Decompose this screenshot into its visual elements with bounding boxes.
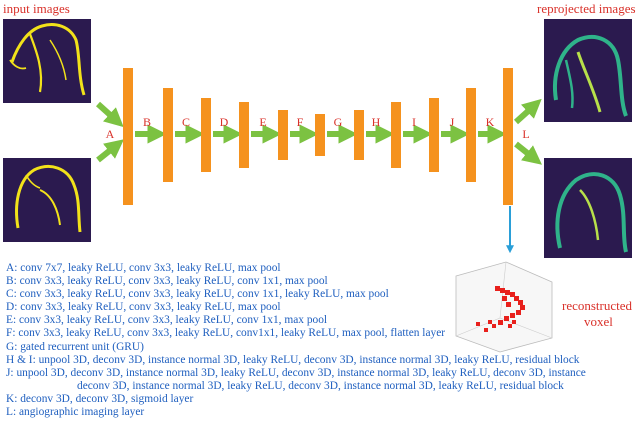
legend-line-f: F: conv 3x3, leaky ReLU, conv 3x3, leaky… xyxy=(6,327,446,340)
layer-label-b: B xyxy=(143,115,151,129)
legend-line-k: K: deconv 3D, deconv 3D, sigmoid layer xyxy=(6,392,194,405)
layer-label-c: C xyxy=(182,115,190,129)
legend-line-j-cont: deconv 3D, instance normal 3D, leaky ReL… xyxy=(77,379,564,392)
input-images-caption: input images xyxy=(3,1,70,16)
flow-arrows xyxy=(95,98,542,165)
layer-label-h: H xyxy=(372,115,381,129)
legend-line-e: E: conv 3x3, leaky ReLU, conv 3x3, leaky… xyxy=(6,314,328,327)
layer-label-g: G xyxy=(334,115,343,129)
layer-bar-1 xyxy=(123,68,133,205)
input-image-top xyxy=(3,19,91,103)
layer-bar-3 xyxy=(201,98,211,172)
arrow-output-top xyxy=(513,98,542,125)
voxel-caption-line1: reconstructed xyxy=(562,298,633,313)
voxel-caption-line2: voxel xyxy=(584,314,613,329)
layer-label-j: J xyxy=(450,115,455,129)
layer-label-a: A xyxy=(106,127,115,141)
output-image-top xyxy=(544,19,632,122)
layer-labels: A B C D E F G H I J K L xyxy=(106,115,530,141)
layer-bar-8 xyxy=(391,102,401,168)
arrow-input-bottom xyxy=(96,139,124,163)
legend-line-b: B: conv 3x3, leaky ReLU, conv 3x3, leaky… xyxy=(6,275,328,288)
reprojected-images-caption: reprojected images xyxy=(537,1,636,16)
layer-bar-5 xyxy=(278,110,288,160)
layer-label-l: L xyxy=(522,127,529,141)
voxel-points xyxy=(476,286,525,332)
voxel-plot xyxy=(455,261,553,353)
arrow-input-top xyxy=(95,101,124,128)
legend-line-c: C: conv 3x3, leaky ReLU, conv 3x3, leaky… xyxy=(6,288,389,301)
legend-line-g: G: gated recurrent unit (GRU) xyxy=(6,340,144,353)
input-image-bottom xyxy=(3,158,91,242)
layer-label-k: K xyxy=(486,115,495,129)
layer-label-i: I xyxy=(412,115,416,129)
arrow-output-bottom xyxy=(514,141,542,165)
layer-bars xyxy=(123,68,513,205)
layer-label-e: E xyxy=(259,115,266,129)
layer-bar-4 xyxy=(239,102,249,168)
layer-legend: A: conv 7x7, leaky ReLU, conv 3x3, leaky… xyxy=(6,262,638,419)
legend-line-a: A: conv 7x7, leaky ReLU, conv 3x3, leaky… xyxy=(6,262,281,274)
legend-line-d: D: conv 3x3, leaky ReLU, conv 3x3, leaky… xyxy=(6,301,281,314)
layer-bar-7 xyxy=(354,110,364,160)
layer-bar-9 xyxy=(429,98,439,172)
layer-label-f: F xyxy=(297,115,304,129)
layer-bar-6 xyxy=(315,114,325,156)
layer-bar-2 xyxy=(163,88,173,182)
layer-label-d: D xyxy=(220,115,229,129)
output-image-bottom xyxy=(544,158,632,258)
layer-bar-11 xyxy=(503,68,513,205)
legend-line-j: J: unpool 3D, deconv 3D, instance normal… xyxy=(6,366,586,379)
legend-line-l: L: angiographic imaging layer xyxy=(6,406,145,419)
layer-bar-10 xyxy=(466,88,476,182)
legend-line-h-i: H & I: unpool 3D, deconv 3D, instance no… xyxy=(6,353,580,366)
